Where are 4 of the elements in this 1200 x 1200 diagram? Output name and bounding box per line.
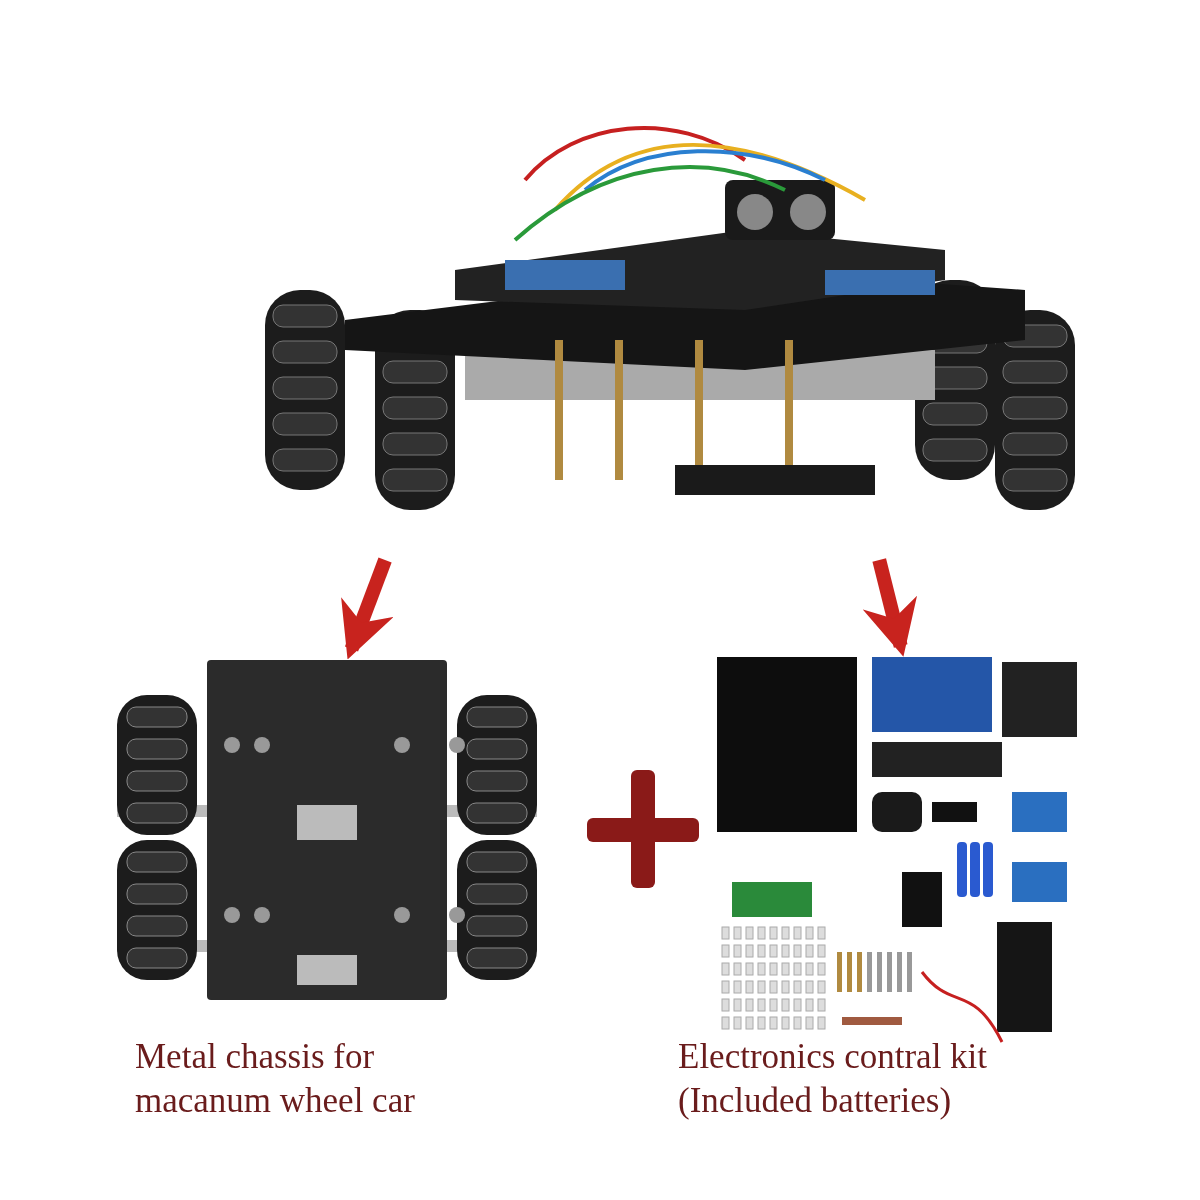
arrow [862, 558, 917, 657]
node-label: Electronics contral kit (Included batteries) [678, 1036, 989, 1122]
arrow [341, 557, 394, 660]
node-label: Metal chassis for macanum wheel car [135, 1036, 416, 1122]
